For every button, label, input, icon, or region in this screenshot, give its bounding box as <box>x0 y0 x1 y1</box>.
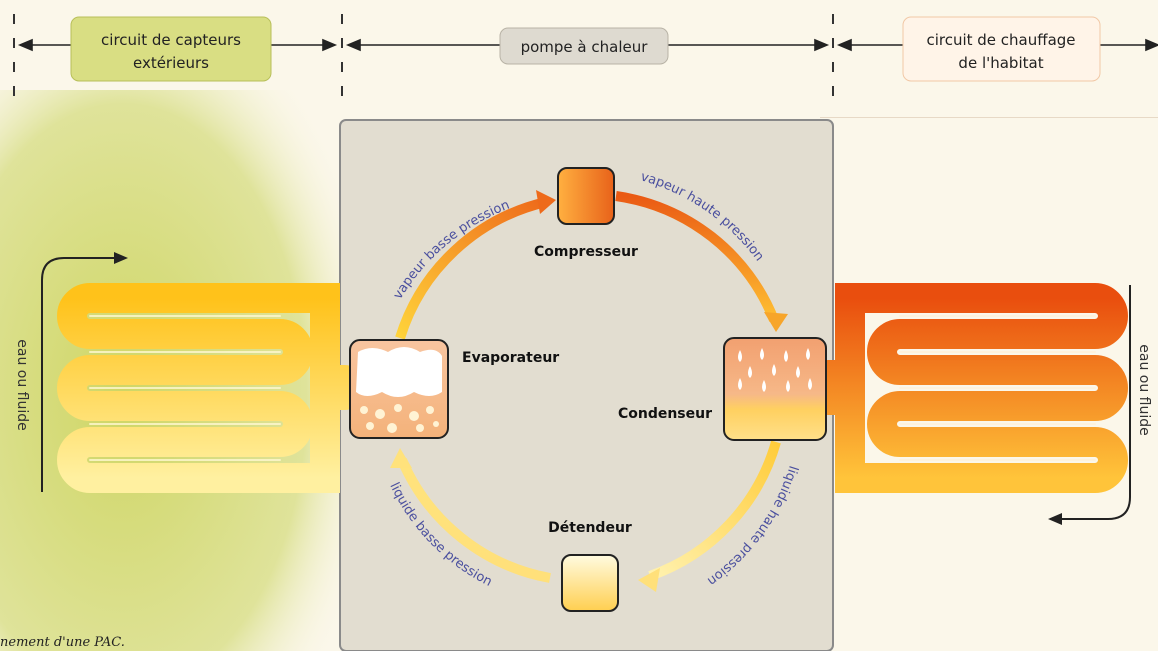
home-coil <box>813 283 1128 493</box>
arrowhead-to-expander <box>638 568 660 592</box>
right-fluid-label: eau ou fluide <box>1136 344 1152 436</box>
expander-box <box>561 554 619 612</box>
outdoor-coil <box>57 283 360 493</box>
home-label-line2: de l'habitat <box>958 54 1043 72</box>
arrowhead-to-compressor <box>536 190 556 214</box>
evaporator-label: Evaporateur <box>462 350 559 366</box>
home-zone-line <box>820 117 1158 118</box>
condenser-label: Condenseur <box>618 406 712 422</box>
condenser <box>723 337 827 441</box>
refrigerant-loop <box>395 191 781 583</box>
arc-high-pressure-liquid <box>648 440 781 581</box>
left-fluid-label: eau ou fluide <box>14 339 30 431</box>
left-flow-arrow <box>41 252 128 492</box>
evaporator <box>349 339 449 439</box>
right-flow-arrow <box>1048 285 1131 525</box>
expander-label: Détendeur <box>548 520 632 536</box>
arc-low-pressure-liquid <box>397 458 551 583</box>
pump-label: pompe à chaleur <box>521 38 649 56</box>
arc-high-pressure-vapor <box>615 191 779 322</box>
caption: nement d'une PAC. <box>0 635 125 650</box>
outdoor-label-line2: extérieurs <box>133 54 209 72</box>
compressor-label: Compresseur <box>534 244 638 260</box>
home-label-line1: circuit de chauffage <box>926 31 1075 49</box>
outdoor-label-line1: circuit de capteurs <box>101 31 241 49</box>
outdoor-label-box <box>70 16 272 82</box>
arrowhead-to-evaporator <box>390 448 412 468</box>
pump-label-box <box>499 27 669 65</box>
compressor-box <box>557 167 615 225</box>
arc-low-pressure-vapor <box>395 197 548 340</box>
arrowhead-to-condenser <box>764 312 788 332</box>
home-label-box <box>902 16 1101 82</box>
